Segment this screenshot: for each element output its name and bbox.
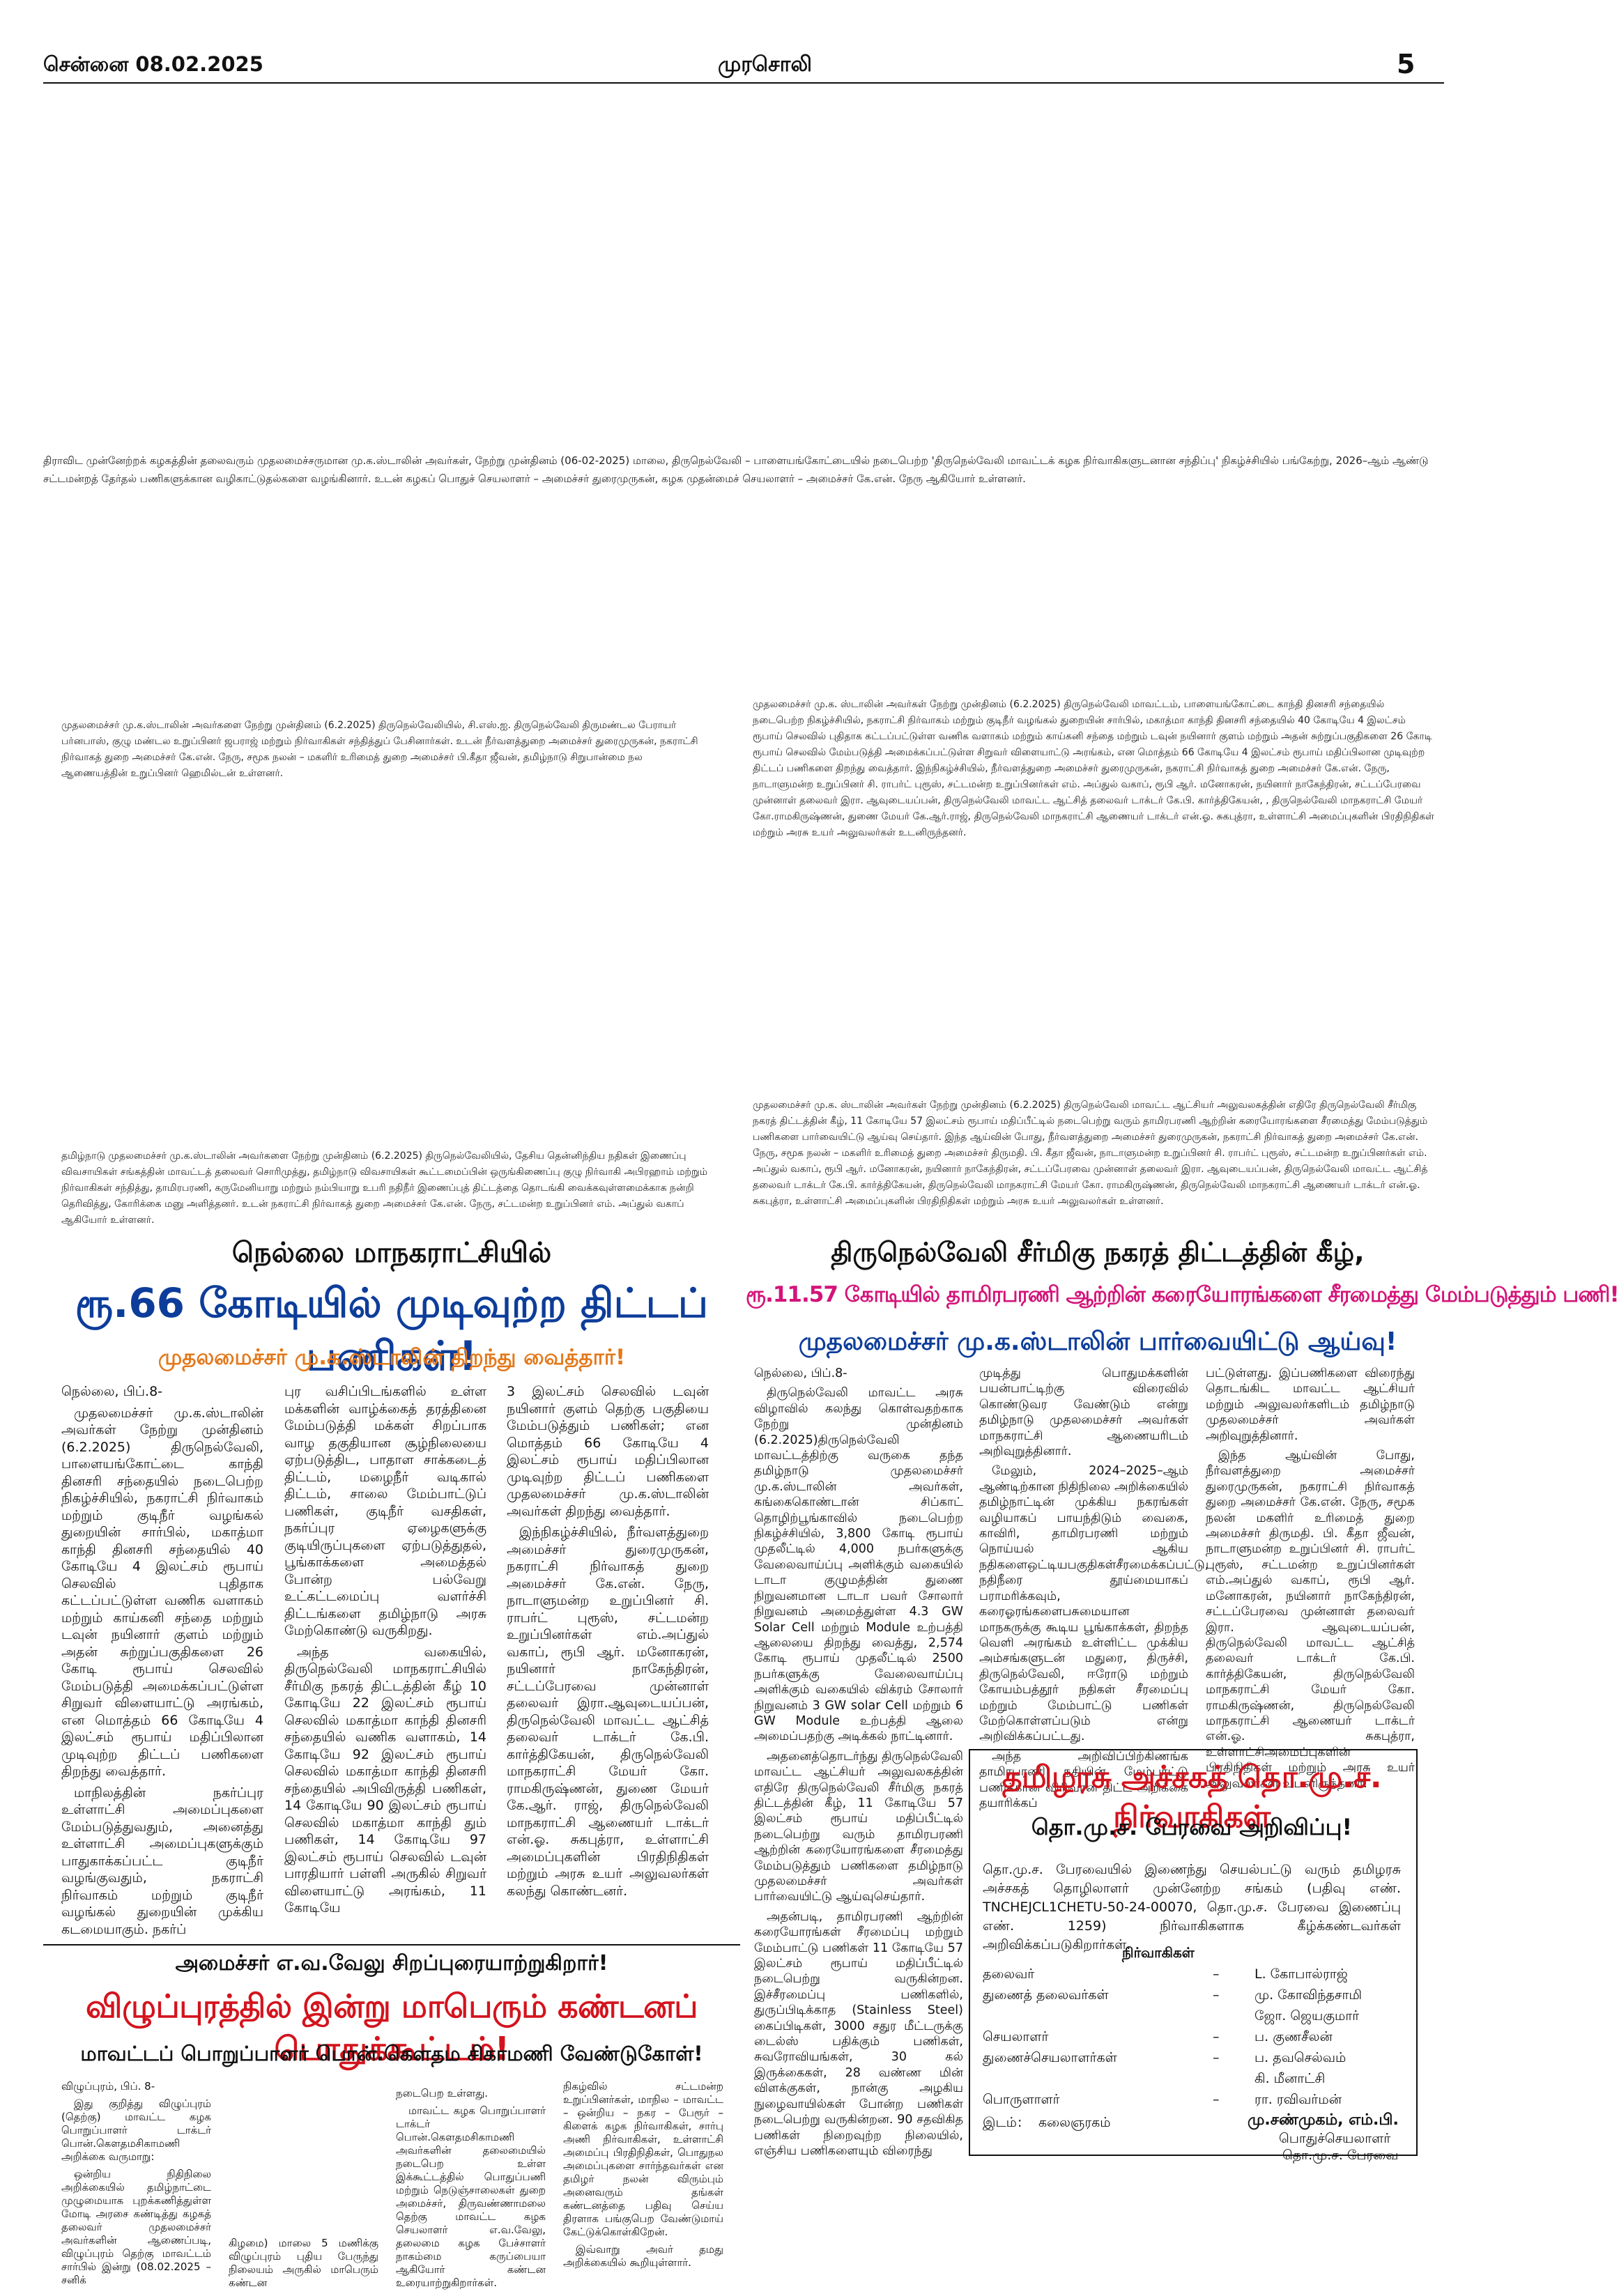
story1-column-2: புர வசிப்பிடங்களில் உள்ள மக்களின் வாழ்க்…	[284, 1383, 486, 1921]
officer-row: பொருளாளர் – ரா. ரவிவர்மன்	[983, 2089, 1415, 2110]
story3-subhead: மாவட்டப் பொறுப்பாளர் பொன்.கௌதம சிகாமணி வ…	[80, 2042, 703, 2065]
story2-p9: இந்த ஆய்வின் போது, நீர்வளத்துறை அமைச்சர்…	[1206, 1449, 1415, 1791]
story3-column-2: கிழமை) மாலை 5 மணிக்கு விழுப்புரம் புதிய …	[229, 2237, 378, 2294]
notice-body: தொ.மு.ச. பேரவையில் இணைந்து செயல்பட்டு வர…	[983, 1862, 1401, 1952]
story1-p3: மாநிலத்தின் நகர்ப்புர உள்ளாட்சி அமைப்புக…	[61, 1785, 263, 1937]
story3-column-4: நிகழ்வில் சட்டமன்ற உறுப்பினர்கள், மாநில …	[563, 2080, 723, 2274]
officer-name: மு. கோவிந்தசாமி	[1254, 1987, 1363, 2003]
story1-column-3: 3 இலட்சம் செலவில் டவுன் நயினார் குளம் தெ…	[507, 1383, 709, 1904]
story2-p4: அதன்படி, தாமிரபரணி ஆற்றின் கரையோரங்கள் ச…	[754, 1909, 963, 2158]
officer-role: பொருளாளர்	[983, 2092, 1060, 2107]
right-photo-caption-1: முதலமைச்சர் மு.க. ஸ்டாலின் அவர்கள் நேற்ற…	[753, 699, 1434, 838]
notice-title: தமிழரசு அச்சகத் தொ.மு.ச. நிர்வாகிகள்	[1002, 1759, 1382, 1835]
page-number: 5	[1397, 49, 1415, 79]
officer-role: துணைத் தலைவர்கள்	[983, 1987, 1109, 2003]
place-value: கலைஞரகம்	[1038, 2115, 1111, 2130]
story2-kicker: திருநெல்வேலி சீர்மிகு நகரத் திட்டத்தின் …	[831, 1237, 1365, 1268]
officer-name: L. கோபால்ராஜ்	[1254, 1966, 1348, 1982]
story1-p5: அந்த வகையில், திருநெல்வேலி மாநகராட்சியில…	[284, 1644, 486, 1916]
story3-top-rule	[43, 1944, 740, 1946]
officer-role-empty	[983, 2005, 1213, 2026]
story3-column-1: விழுப்புரம், பிப். 8- இது குறித்து விழுப…	[61, 2080, 211, 2291]
officer-role-empty	[983, 2068, 1213, 2089]
story2-column-2: முடித்து பொதுமக்களின் பயன்பாட்டிற்கு விர…	[979, 1366, 1209, 1815]
story2-p5: முடித்து பொதுமக்களின் பயன்பாட்டிற்கு விர…	[979, 1366, 1188, 1459]
officer-row: துணைத் தலைவர்கள் – மு. கோவிந்தசாமி	[983, 1985, 1415, 2005]
header-rule	[43, 82, 1444, 84]
officer-row: செயலாளர் – ப. குணசீலன்	[983, 2026, 1415, 2047]
officer-name: ப. குணசீலன்	[1254, 2029, 1333, 2044]
officer-dash: –	[1213, 2050, 1220, 2065]
story2-column-3: பட்டுள்ளது. இப்பணிகளை விரைந்து தொடங்கிட …	[1206, 1366, 1415, 1796]
officer-dash: –	[1213, 2029, 1220, 2044]
officer-name: ரா. ரவிவர்மன்	[1254, 2092, 1342, 2107]
story3-p7: நிகழ்வில் சட்டமன்ற உறுப்பினர்கள், மாநில …	[563, 2080, 723, 2238]
date-line: சென்னை 08.02.2025	[43, 52, 263, 76]
officers-heading: நிர்வாகிகள்	[1122, 1944, 1195, 1961]
officer-dash: –	[1213, 1966, 1220, 1982]
place-colon: :	[1018, 2115, 1022, 2130]
officer-dash-empty	[1213, 2068, 1254, 2089]
story3-p8: இவ்வாறு அவர் தமது அறிக்கையில் கூறியுள்ளா…	[563, 2243, 723, 2269]
officer-role: தலைவர்	[983, 1966, 1035, 1982]
officer-role: செயலாளர்	[983, 2029, 1049, 2044]
story3-headline: விழுப்புரத்தில் இன்று மாபெரும் கண்டனப் ப…	[85, 1987, 698, 2067]
officer-name: கி. மீனாட்சி	[1254, 2071, 1326, 2086]
story1-column-1: நெல்லை, பிப்.8- முதலமைச்சர் மு.க.ஸ்டாலின…	[61, 1383, 263, 1942]
story3-column-3: நடைபெற உள்ளது. மாவட்ட கழக பொறுப்பாளர் டா…	[396, 2087, 546, 2294]
story3-p6: மாவட்ட கழக பொறுப்பாளர் டாக்டர் பொன்.கௌதம…	[396, 2104, 546, 2289]
signatory-name: மு.சண்முகம், எம்.பி.	[1248, 2111, 1399, 2129]
story3-p4: கிழமை) மாலை 5 மணிக்கு விழுப்புரம் புதிய …	[229, 2237, 378, 2289]
story3-p1: விழுப்புரம், பிப். 8-	[61, 2080, 155, 2093]
officer-name: ப. தவசெல்வம்	[1254, 2050, 1346, 2065]
officer-dash: –	[1213, 2092, 1220, 2107]
officer-row: துணைச்செயலாளர்கள் – ப. தவசெல்வம்	[983, 2047, 1415, 2068]
story1-p1: நெல்லை, பிப்.8-	[61, 1384, 163, 1399]
story1-p7: இந்நிகழ்ச்சியில், நீர்வளத்துறை அமைச்சர் …	[507, 1525, 709, 1899]
officer-dash: –	[1213, 1987, 1220, 2003]
notice-box	[969, 1749, 1418, 2156]
paper-name: முரசொலி	[718, 52, 812, 77]
right-photo-caption-2: முதலமைச்சர் மு.க. ஸ்டாலின் அவர்கள் நேற்ற…	[753, 1100, 1428, 1207]
story1-p6: 3 இலட்சம் செலவில் டவுன் நயினார் குளம் தெ…	[507, 1384, 709, 1519]
story2-subhead: முதலமைச்சர் மு.க.ஸ்டாலின் பார்வையிட்டு ஆ…	[798, 1327, 1397, 1356]
top-photo-caption: திராவிட முன்னேற்றக் கழகத்தின் தலைவரும் ம…	[43, 454, 1429, 485]
place-label: இடம்	[983, 2115, 1017, 2130]
story1-p4: புர வசிப்பிடங்களில் உள்ள மக்களின் வாழ்க்…	[284, 1384, 486, 1638]
signatory-title: பொதுச்செயலாளர்	[1279, 2131, 1391, 2146]
story2-p6: மேலும், 2024–2025–ஆம் ஆண்டிற்கான நிதிநில…	[979, 1464, 1209, 1744]
story1-headline: ரூ.66 கோடியில் முடிவுற்ற திட்டப் பணிகள்!	[75, 1279, 709, 1380]
story1-kicker: நெல்லை மாநகராட்சியில்	[231, 1237, 552, 1269]
notice-subtitle: தொ.மு.ச. பேரவை அறிவிப்பு!	[1031, 1814, 1353, 1840]
officer-dash-empty	[1213, 2005, 1254, 2026]
officer-row: ஜோ. ஜெயகுமார்	[983, 2005, 1415, 2026]
story2-p3: அதனைத்தொடர்ந்து திருநெல்வேலி மாவட்ட ஆட்ச…	[754, 1749, 963, 1904]
signatory-org: தொ.மு.ச. பேரவை	[1282, 2148, 1399, 2163]
story2-column-1: நெல்லை, பிப்.8- திருநெல்வேலி மாவட்ட அரசு…	[754, 1366, 963, 2163]
left-photo-caption-2: தமிழ்நாடு முதலமைச்சர் மு.க.ஸ்டாலின் அவர்…	[61, 1150, 707, 1226]
story2-p1: நெல்லை, பிப்.8-	[754, 1366, 847, 1380]
officers-list: தலைவர் – L. கோபால்ராஜ் துணைத் தலைவர்கள் …	[983, 1964, 1415, 2110]
story3-kicker: அமைச்சர் எ.வ.வேலு சிறப்புரையாற்றுகிறார்!	[175, 1951, 608, 1975]
story2-p7: அந்த அறிவிப்பிற்கிணங்க தாமிரபரணி நதியின்…	[979, 1749, 1188, 1810]
story3-p2: இது குறித்து விழுப்புரம் (தெற்கு) மாவட்ட…	[61, 2097, 211, 2163]
story2-headline: ரூ.11.57 கோடியில் தாமிரபரணி ஆற்றின் கரைய…	[746, 1282, 1619, 1307]
officer-name: ஜோ. ஜெயகுமார்	[1254, 2008, 1360, 2024]
story2-p8: பட்டுள்ளது. இப்பணிகளை விரைந்து தொடங்கிட …	[1206, 1366, 1415, 1443]
officer-row: தலைவர் – L. கோபால்ராஜ்	[983, 1964, 1415, 1985]
left-photo-caption-1: முதலமைச்சர் மு.க.ஸ்டாலின் அவர்களை நேற்று…	[61, 720, 698, 779]
officer-row: கி. மீனாட்சி	[983, 2068, 1415, 2089]
story1-p2: முதலமைச்சர் மு.க.ஸ்டாலின் அவர்கள் நேற்று…	[61, 1405, 263, 1780]
story3-p5: நடைபெற உள்ளது.	[396, 2087, 489, 2099]
story2-p2: திருநெல்வேலி மாவட்ட அரசு விழாவில் கலந்து…	[754, 1386, 963, 1744]
story3-p3: ஒன்றிய நிதிநிலை அறிக்கையில் தமிழ்நாட்டை …	[61, 2168, 211, 2286]
officer-role: துணைச்செயலாளர்கள்	[983, 2050, 1117, 2065]
story1-subhead: முதலமைச்சர் மு.க.ஸ்டாலின் திறந்து வைத்தா…	[158, 1345, 626, 1370]
